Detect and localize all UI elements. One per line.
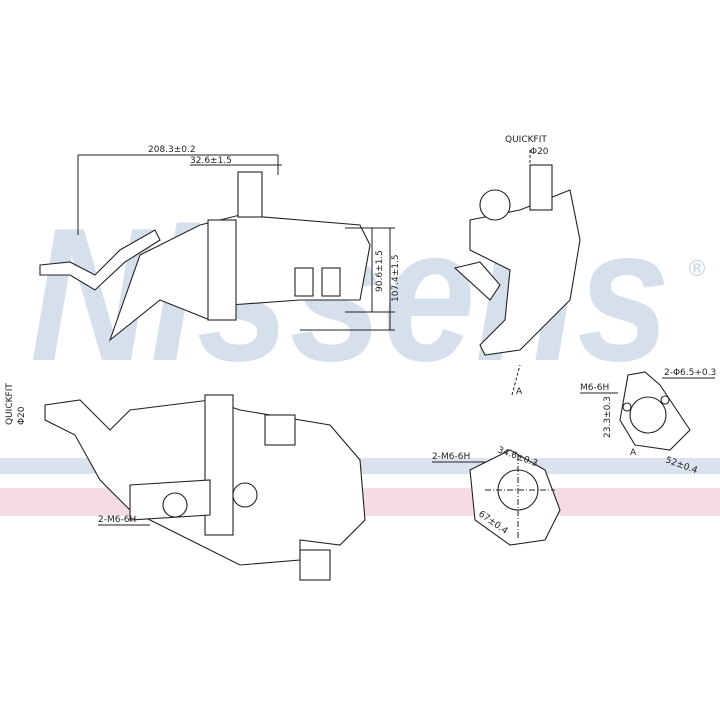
flange-a-thread: M6-6H (580, 383, 609, 393)
dim-offset: 32.6±1.5 (190, 156, 232, 166)
flange-b-centerlines (485, 455, 555, 540)
bracket (299, 549, 331, 581)
flange-port (162, 492, 188, 518)
dim-height-1: 90.6±1.5 (375, 250, 385, 292)
actuator (264, 414, 296, 446)
connector-2 (321, 267, 341, 297)
flange-a-bore (629, 396, 667, 434)
registered-mark: ® (686, 257, 708, 282)
side-quickfit-pipe (529, 164, 553, 211)
top-thread: 2-M6-6H (98, 515, 136, 525)
side-quickfit: QUICKFIT (505, 135, 547, 145)
flange-a-leaders (580, 377, 715, 394)
connector-1 (294, 267, 314, 297)
quickfit-pipe (237, 171, 263, 218)
flange-a-view: M6-6H 2-Φ6.5+0.3 23.3±0.3 52±0.4 A (580, 368, 716, 476)
hose (39, 229, 161, 291)
flange-a-dim-1: 23.3±0.3 (603, 396, 613, 438)
flange-a-hole-2 (660, 395, 670, 405)
section-marker-a: A (516, 387, 523, 397)
flange-b-view: 2-M6-6H 34.6±0.3 67±0.4 (432, 445, 561, 546)
flange-a-marker: A (630, 448, 637, 458)
side-quickfit-dia: Φ20 (530, 147, 549, 157)
side-body (469, 189, 581, 356)
front-view: 208.3±0.2 32.6±1.5 90.6±1.5 107.4±1.5 (39, 145, 401, 342)
flange-b-thread: 2-M6-6H (432, 452, 470, 462)
valve-circle (479, 189, 511, 221)
side-view: QUICKFIT Φ20 A (453, 135, 581, 397)
side-hose (453, 261, 501, 301)
valve-port (232, 482, 258, 508)
top-quickfit-dia: Φ20 (17, 406, 27, 425)
dimension-lines (77, 154, 282, 235)
flange-a-holes: 2-Φ6.5+0.3 (664, 368, 716, 378)
dim-length: 208.3±0.2 (148, 145, 196, 155)
top-quickfit: QUICKFIT (5, 383, 15, 425)
top-view: QUICKFIT Φ20 2-M6-6H (5, 383, 366, 581)
egr-cooler-body (108, 214, 371, 342)
flange-a-hole-1 (622, 402, 632, 412)
flange-plate (207, 219, 237, 321)
height-dimension-lines (300, 227, 395, 331)
dim-height-2: 107.4±1.5 (391, 254, 401, 302)
side-leader (511, 150, 531, 396)
